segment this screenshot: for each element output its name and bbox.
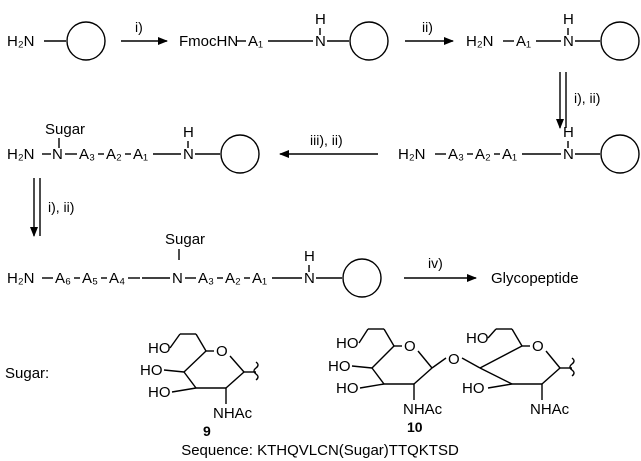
h-label: H <box>563 124 574 141</box>
h2n-label: H₂N <box>466 33 494 50</box>
n-label: N <box>315 33 326 50</box>
ring-o-label: O <box>532 338 544 355</box>
step-down1-label: i), ii) <box>574 90 600 106</box>
sugar-label: Sugar <box>165 231 205 248</box>
resin-bead <box>220 134 260 174</box>
a5-label: A₅ <box>82 270 98 287</box>
compound-10-number: 10 <box>407 419 423 435</box>
a1-label: A₁ <box>252 270 267 287</box>
h2n-label: H₂N <box>7 33 35 50</box>
step-down2-arrow: i), ii) <box>30 178 74 237</box>
hydrazide-n-label: N <box>172 270 183 287</box>
resin-bead <box>600 134 640 174</box>
h-label: H <box>563 11 574 28</box>
glycosidic-o-label: O <box>448 351 460 368</box>
a3-label: A₃ <box>448 146 464 163</box>
h-label: H <box>315 11 326 28</box>
step-i-arrow: i) <box>121 19 168 45</box>
row1-start-resin: H₂N <box>7 21 106 61</box>
a6-label: A₆ <box>55 270 71 287</box>
step-iii-ii-label: iii), ii) <box>310 132 343 148</box>
h2n-label: H₂N <box>7 270 35 287</box>
row2-glycosylated-intermediate: Sugar H₂N N A₃ A₂ A₁ N H <box>7 121 260 174</box>
resin-bead <box>349 21 389 61</box>
step-down1-arrow: i), ii) <box>556 72 600 129</box>
step-down2-label: i), ii) <box>48 199 74 215</box>
a2-label: A₂ <box>106 146 122 163</box>
hydrazide-n-label: N <box>52 146 63 163</box>
step-ii-arrow: ii) <box>405 19 454 45</box>
ring-o-label: O <box>216 343 228 360</box>
product-label: Glycopeptide <box>491 270 579 287</box>
h2n-label: H₂N <box>7 146 35 163</box>
step-i-label: i) <box>135 19 143 35</box>
step-iii-ii-arrow: iii), ii) <box>279 132 378 158</box>
a1-label: A₁ <box>133 146 148 163</box>
h2n-label: H₂N <box>398 146 426 163</box>
ho-label: HO <box>148 384 171 401</box>
sugar-label: Sugar <box>45 121 85 138</box>
a3-label: A₃ <box>198 270 214 287</box>
h-label: H <box>183 124 194 141</box>
ho-label: HO <box>140 362 163 379</box>
a4-label: A₄ <box>109 270 125 287</box>
row3-glycopeptide-resin: Sugar H₂N A₆ A₅ A₄ N A₃ A₂ A₁ N H <box>7 231 382 298</box>
row1-fmoc-intermediate: FmocHN A₁ N H <box>179 11 389 61</box>
nhac-label: NHAc <box>530 401 570 418</box>
n-label: N <box>183 146 194 163</box>
h-label: H <box>304 248 315 265</box>
ho-label: HO <box>148 340 171 357</box>
a1-label: A₁ <box>516 33 531 50</box>
nhac-label: NHAc <box>213 405 253 422</box>
sugar-10-structure: HO O HO HO NHAc O HO O HO NHAc <box>328 328 575 435</box>
step-iv-label: iv) <box>428 255 443 271</box>
ho-label: HO <box>462 380 485 397</box>
row2-tripeptide-intermediate: H₂N A₃ A₂ A₁ N H <box>398 124 640 174</box>
ho-label: HO <box>466 330 489 347</box>
a1-label: A₁ <box>502 146 517 163</box>
ho-label: HO <box>328 358 351 375</box>
fmoc-label: FmocHN <box>179 33 238 50</box>
ho-label: HO <box>336 335 359 352</box>
a2-label: A₂ <box>225 270 241 287</box>
n-label: N <box>563 33 574 50</box>
nhac-label: NHAc <box>403 401 443 418</box>
step-iv-arrow: iv) <box>404 255 477 282</box>
sugar-9-structure: HO O HO HO NHAc 9 <box>140 333 259 439</box>
sugar-row-label: Sugar: <box>5 365 49 382</box>
ho-label: HO <box>336 380 359 397</box>
step-ii-label: ii) <box>422 19 433 35</box>
resin-bead <box>342 258 382 298</box>
row1-deprotected-intermediate: H₂N A₁ N H <box>466 11 640 61</box>
wavy-bond-icon <box>253 361 259 381</box>
wavy-bond-icon <box>569 357 575 377</box>
a2-label: A₂ <box>475 146 491 163</box>
sequence-text: Sequence: KTHQVLCN(Sugar)TTQKTSD <box>181 442 459 459</box>
resin-bead <box>600 21 640 61</box>
a1-label: A₁ <box>248 33 263 50</box>
n-label: N <box>563 146 574 163</box>
ring-o-label: O <box>404 338 416 355</box>
resin-bead <box>66 21 106 61</box>
n-label: N <box>304 270 315 287</box>
compound-9-number: 9 <box>203 423 211 439</box>
a3-label: A₃ <box>79 146 95 163</box>
